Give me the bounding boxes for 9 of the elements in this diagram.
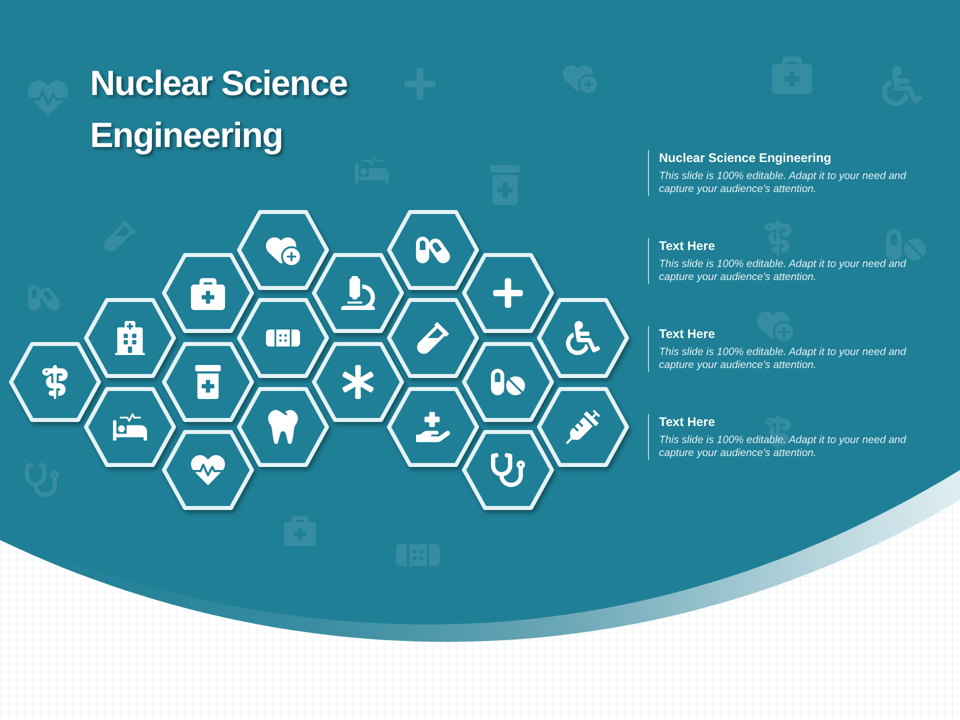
description: This slide is 100% editable. Adapt it to your need and capture your audience’s attention. [659,434,908,460]
heading: Text Here [659,414,716,430]
heading: Nuclear Science Engineering [659,150,832,166]
description: This slide is 100% editable. Adapt it to your need and capture your audience’s attention. [659,170,908,196]
description: This slide is 100% editable. Adapt it to your need and capture your audience’s attention. [659,258,908,284]
description: This slide is 100% editable. Adapt it to your need and capture your audience’s attention. [659,346,908,372]
heading: Text Here [659,326,716,342]
heading: Text Here [659,238,716,254]
title: Nuclear Science Engineering [90,63,348,157]
